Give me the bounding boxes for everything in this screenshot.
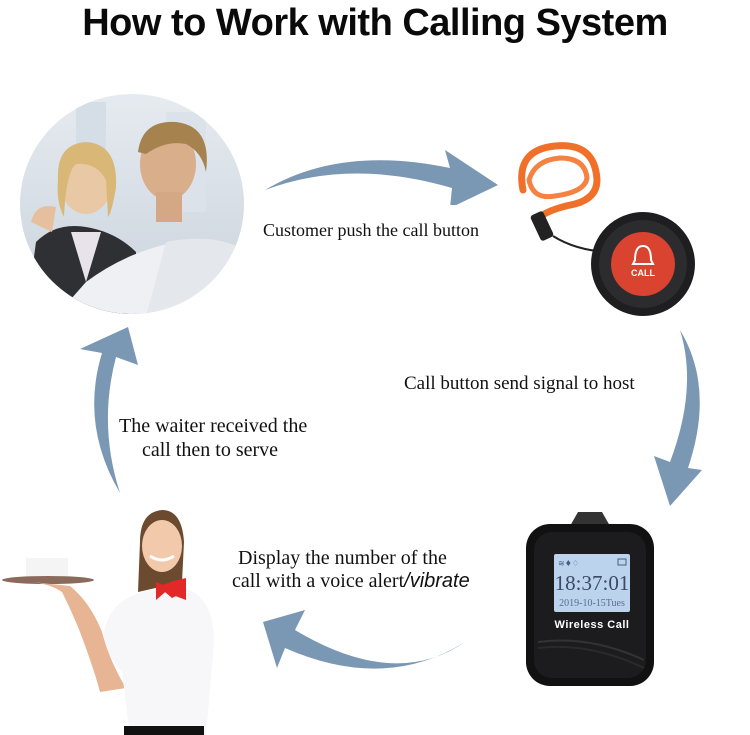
- pager-device: ≋♦♢ 18:37:01 2019-10-15Tues Wireless Cal…: [526, 512, 654, 686]
- step-customer-push: Customer push the call button: [263, 220, 479, 240]
- svg-text:≋♦♢: ≋♦♢: [558, 559, 579, 568]
- step-display-vibrate: /vibrate: [404, 570, 470, 592]
- page-title: How to Work with Calling System: [82, 2, 668, 44]
- pager-brand: Wireless Call: [555, 619, 630, 631]
- arrow-customer-to-button: [265, 150, 498, 205]
- arrow-waiter-to-customer: [80, 327, 138, 493]
- step-waiter-line2: call then to serve: [142, 439, 279, 461]
- step-signal: Call button send signal to host: [404, 373, 635, 394]
- call-button-text: CALL: [631, 268, 655, 278]
- pager-date: 2019-10-15Tues: [559, 598, 625, 609]
- arrow-button-to-pager: [654, 330, 702, 506]
- step-display-line1: Display the number of the: [238, 547, 447, 569]
- step-display-line2: call with a voice alert/vibrate: [232, 569, 470, 593]
- pager-time: 18:37:01: [555, 571, 630, 595]
- waitress-photo: [2, 510, 214, 735]
- customers-photo: [20, 94, 244, 314]
- call-button-device: CALL: [518, 142, 695, 316]
- step-display-line2-text: call with a voice alert: [232, 570, 405, 592]
- arrow-pager-to-waiter: [263, 610, 465, 669]
- step-waiter-line1: The waiter received the: [119, 415, 308, 437]
